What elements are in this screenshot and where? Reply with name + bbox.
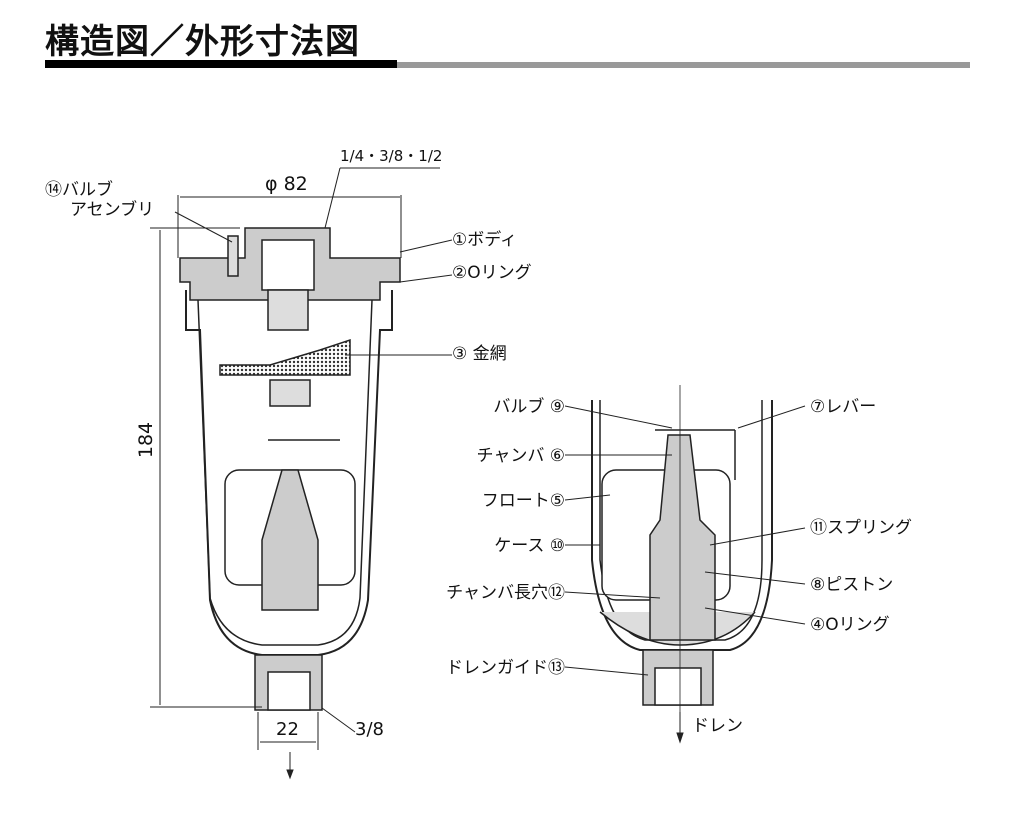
- page-title: 構造図／外形寸法図: [45, 22, 360, 62]
- label-drain: ドレン: [692, 716, 743, 736]
- label-lever: ⑦レバー: [810, 397, 877, 417]
- dimension-drain-port: 3/8: [355, 719, 384, 740]
- label-piston: ⑧ピストン: [810, 575, 894, 595]
- label-case: ケース ⑩: [494, 536, 565, 556]
- label-drain-guide: ドレンガイド⑬: [446, 658, 565, 678]
- dimension-diameter: φ 82: [265, 173, 308, 195]
- title-underline-gray: [397, 62, 970, 68]
- dimension-lines: [150, 167, 453, 780]
- label-chamber: チャンバ ⑥: [476, 446, 565, 466]
- title-underline-black: [45, 60, 397, 68]
- leader-lines: [564, 405, 806, 744]
- label-spring: ⑪スプリング: [810, 518, 912, 538]
- filter-unit-drawing: [179, 227, 401, 711]
- label-chamber-slot: チャンバ長穴⑫: [446, 583, 565, 603]
- label-valve-assembly-line2: アセンブリ: [70, 200, 155, 220]
- label-o-ring-2: ②Oリング: [452, 263, 532, 283]
- label-float: フロート⑤: [481, 491, 565, 511]
- drain-mechanism-drawing: [591, 385, 773, 720]
- label-body: ①ボディ: [452, 230, 518, 250]
- label-o-ring-4: ④Oリング: [810, 615, 890, 635]
- label-valve: バルブ ⑨: [493, 397, 565, 417]
- dimension-height: 184: [135, 421, 158, 459]
- mesh-part: [219, 338, 351, 376]
- dimension-port-sizes: 1/4・3/8・1/2: [340, 147, 443, 165]
- dimension-drain-width: 22: [276, 719, 299, 740]
- label-mesh: ③ 金網: [452, 344, 507, 364]
- label-valve-assembly: ⑭バルブ: [45, 180, 113, 200]
